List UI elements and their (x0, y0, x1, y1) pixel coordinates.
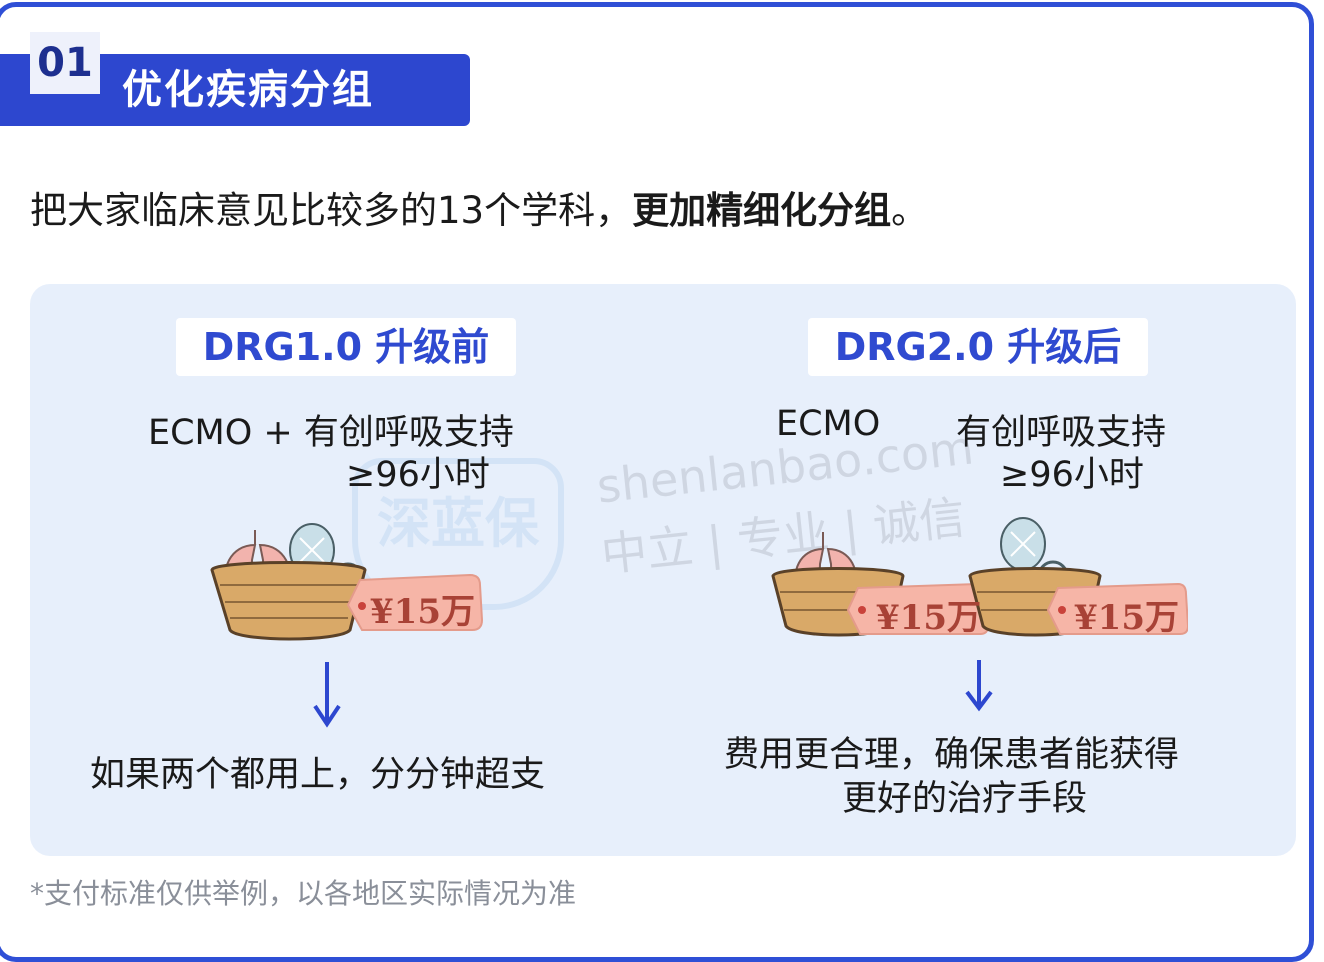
intro-end: 。 (891, 189, 929, 232)
after-price2: ¥15万 (1074, 598, 1179, 638)
after-down-arrow-icon (965, 660, 993, 712)
after-price1: ¥15万 (876, 598, 981, 638)
intro-text: 把大家临床意见比较多的13个学科，更加精细化分组。 (30, 180, 928, 234)
intro-bold: 更加精细化分组 (632, 189, 892, 232)
before-basket-illustration (210, 523, 484, 641)
intro-normal: 把大家临床意见比较多的13个学科， (30, 189, 633, 232)
after-tag: DRG2.0 升级后 (808, 318, 1148, 376)
after-result-line1: 费用更合理，确保患者能获得 (724, 735, 1180, 775)
after-result-line2: 更好的治疗手段 (842, 779, 1088, 819)
before-line2: ≥96小时 (346, 455, 490, 495)
price-tag (346, 573, 484, 631)
after-item1: ECMO (776, 404, 881, 444)
section-number: 01 (30, 32, 100, 94)
after-baskets-illustration (771, 517, 1188, 637)
after-item2-line2: ≥96小时 (1000, 455, 1144, 495)
section-title: 优化疾病分组 (122, 67, 374, 113)
basket-icon (210, 561, 367, 641)
footnote: *支付标准仅供举例，以各地区实际情况为准 (30, 877, 577, 910)
watermark-logo: 深蓝保 (352, 458, 564, 610)
before-line1: ECMO + 有创呼吸支持 (148, 413, 514, 453)
before-tag: DRG1.0 升级前 (176, 318, 516, 376)
after-item2-line1: 有创呼吸支持 (956, 413, 1167, 453)
before-price: ¥15万 (370, 592, 475, 632)
before-result: 如果两个都用上，分分钟超支 (90, 755, 546, 795)
before-down-arrow-icon (313, 662, 341, 728)
